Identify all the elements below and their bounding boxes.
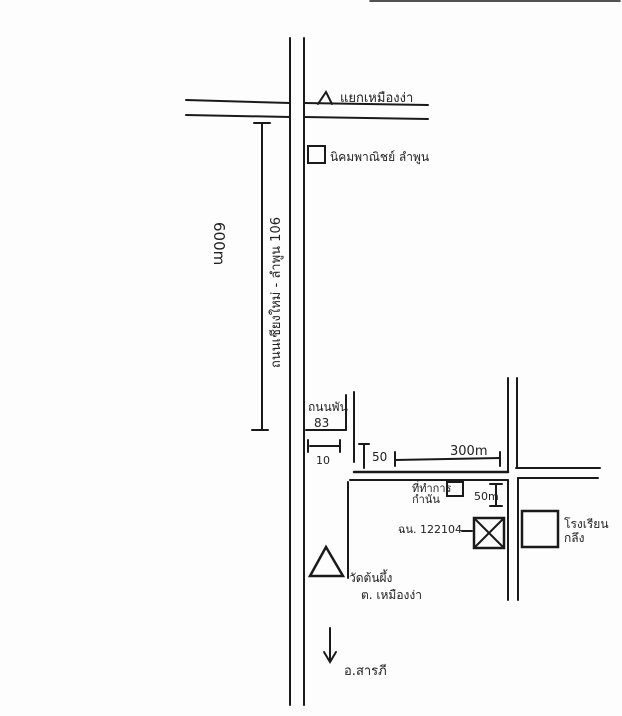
land-office-label: ที่ทำการกำนัน xyxy=(412,480,452,506)
north-road-east-lower xyxy=(303,116,429,120)
school-marker xyxy=(520,509,560,549)
market-marker xyxy=(307,145,326,164)
alley-number-label: 83 xyxy=(314,416,329,430)
dim-50-left-label: 50 xyxy=(372,450,387,464)
north-junction-label: แยกเหมืองง่า xyxy=(340,90,413,106)
alley-label: ถนนพัน xyxy=(308,400,348,414)
north-arrow-head xyxy=(317,90,333,105)
dim-300-label: 300m xyxy=(450,444,487,459)
north-road-west-lower xyxy=(185,114,291,118)
survey-plot-label: ฉน. 122104 xyxy=(398,523,462,536)
temple-marker xyxy=(307,544,346,578)
market-label: นิคมพาณิชย์ ลำพูน xyxy=(330,150,429,165)
dim-50-right-label: 50m xyxy=(474,490,499,503)
dim-10-label: 10 xyxy=(316,454,330,467)
road-name-label: ถนนเชียงใหม่ - ลำพูน 106 xyxy=(268,217,284,368)
south-destination-label: อ.สารภี xyxy=(344,663,387,679)
survey-plot-cross-b xyxy=(473,517,505,549)
school-label: โรงเรียนกลึง xyxy=(564,517,609,545)
south-arrow-head xyxy=(323,651,337,664)
temple-label: วัดต้นผึ้ง xyxy=(349,569,392,585)
temple-subdistrict-label: ต. เหมืองง่า xyxy=(361,588,422,602)
dim-300-line xyxy=(394,457,501,461)
north-road-east-upper xyxy=(303,102,429,106)
survey-plot-marker xyxy=(472,516,506,550)
distance-north-label: 600m xyxy=(210,222,228,265)
land-office-marker xyxy=(446,481,464,497)
north-road-west-upper xyxy=(185,99,291,104)
